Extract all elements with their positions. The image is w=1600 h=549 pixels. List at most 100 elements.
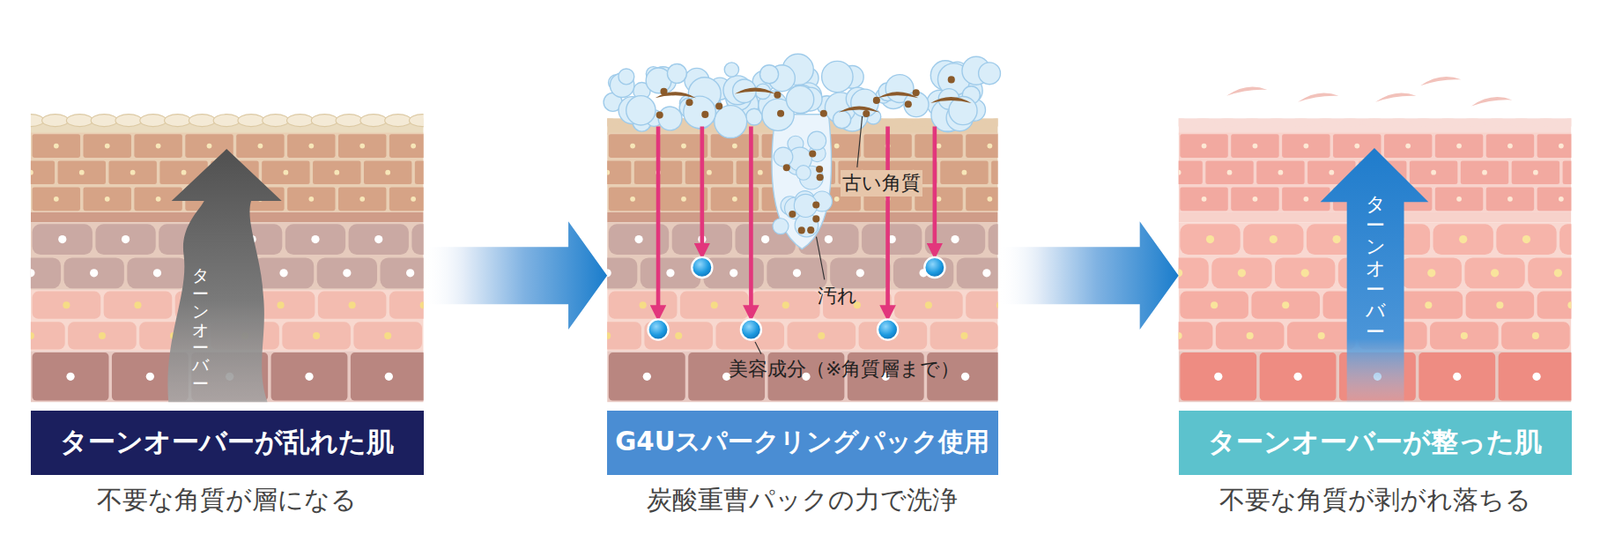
cell-nucleus xyxy=(1533,170,1539,176)
surface-bump xyxy=(1311,118,1339,126)
cell-nucleus xyxy=(856,268,865,277)
cell-nucleus xyxy=(962,170,968,176)
surface-bump xyxy=(115,114,142,127)
dirt-particle xyxy=(904,100,912,108)
cell-nucleus xyxy=(732,143,738,149)
cell-nucleus xyxy=(1214,372,1223,381)
bubble xyxy=(832,111,851,129)
skin-cell xyxy=(607,160,631,185)
cell-nucleus xyxy=(1456,143,1462,149)
cell-nucleus xyxy=(1481,170,1488,176)
cell-nucleus xyxy=(1332,235,1341,244)
skin-cell xyxy=(1281,186,1330,211)
skin-cell xyxy=(965,133,998,158)
cell-nucleus xyxy=(1303,143,1309,149)
skin-cell xyxy=(350,352,424,400)
old-keratin-flake xyxy=(734,88,776,95)
skin-cell xyxy=(1433,223,1494,255)
skin-cell xyxy=(271,352,349,400)
skin-cell xyxy=(608,352,686,400)
cell-nucleus xyxy=(607,332,611,340)
cell-nucleus xyxy=(359,196,365,202)
skin-cell xyxy=(940,160,988,185)
skin-cell xyxy=(1486,133,1534,158)
skin-cell xyxy=(287,133,335,158)
cell-nucleus xyxy=(1354,143,1360,149)
ingredient-dot xyxy=(877,318,898,340)
cell-nucleus xyxy=(634,235,643,244)
skin-cell xyxy=(1537,291,1572,319)
dirt-particle xyxy=(798,226,806,234)
skin-cell xyxy=(389,291,424,319)
cell-nucleus xyxy=(62,301,70,309)
skin-cell xyxy=(1435,186,1483,211)
skin-cell xyxy=(1429,321,1499,349)
skin-cell xyxy=(1435,133,1483,158)
peeling-flake xyxy=(1420,76,1461,86)
cell-nucleus xyxy=(1301,268,1310,277)
cell-nucleus xyxy=(30,170,34,176)
dirt-particle xyxy=(715,102,723,110)
caption-row: 不要な角質が層になる xyxy=(30,482,424,519)
bubble xyxy=(626,96,656,126)
cell-nucleus xyxy=(961,372,970,381)
skin-cell xyxy=(1230,186,1279,211)
cell-nucleus xyxy=(1246,332,1254,340)
cell-nucleus xyxy=(925,301,933,309)
cell-nucleus xyxy=(1532,332,1540,340)
cell-nucleus xyxy=(824,235,833,244)
cell-nucleus xyxy=(1201,196,1208,202)
surface-bump xyxy=(213,114,240,127)
bubble xyxy=(785,85,814,113)
cell-nucleus xyxy=(1430,170,1437,176)
cell-nucleus xyxy=(311,235,319,244)
skin-cell xyxy=(1511,160,1560,185)
panel-caption: 炭酸重曹パックの力で洗浄 xyxy=(646,482,958,519)
cell-nucleus xyxy=(258,143,264,149)
skin-cell xyxy=(253,257,314,289)
skin-cell xyxy=(1401,257,1462,289)
old-keratin-flake xyxy=(655,91,697,98)
surface-bump xyxy=(237,114,265,127)
dirt-particle xyxy=(948,75,956,83)
cell-nucleus xyxy=(681,143,687,149)
cell-nucleus xyxy=(155,196,162,202)
dirt-particle xyxy=(777,110,785,118)
surface-bump xyxy=(42,114,69,127)
cell-nucleus xyxy=(629,143,636,149)
skin-cell xyxy=(1230,133,1279,158)
skin-cell xyxy=(1384,133,1432,158)
cell-nucleus xyxy=(1424,301,1432,309)
surface-bump xyxy=(385,114,412,127)
panel-details xyxy=(167,53,1512,402)
peeling-flake xyxy=(1297,92,1339,102)
skin-panel xyxy=(1178,118,1572,402)
surface-bump xyxy=(985,118,999,126)
skin-cell xyxy=(281,321,351,349)
cell-nucleus xyxy=(706,170,712,176)
skin-cell xyxy=(379,257,423,289)
surface-bump xyxy=(66,114,93,127)
leader-line xyxy=(857,116,863,168)
skin-cell xyxy=(608,133,657,158)
dirt-particle xyxy=(862,110,870,118)
surface-bump xyxy=(1483,118,1511,126)
cell-mortar xyxy=(607,289,999,351)
surface-bump xyxy=(164,114,192,127)
skin-cell xyxy=(991,160,999,185)
skin-cell xyxy=(965,186,998,211)
dirt-particle xyxy=(808,149,816,157)
cell-nucleus xyxy=(420,301,424,309)
cell-nucleus xyxy=(782,301,790,309)
skin-cell xyxy=(389,186,424,211)
skin-cell xyxy=(32,291,102,319)
label-band: G4Uスパークリングパック使用 xyxy=(607,410,999,475)
cell-nucleus xyxy=(308,143,314,149)
skin-cell xyxy=(95,223,156,255)
cell-nucleus xyxy=(1178,332,1183,340)
cell-nucleus xyxy=(359,143,365,149)
cell-nucleus xyxy=(607,268,612,277)
surface-bump xyxy=(1189,118,1216,126)
cell-nucleus xyxy=(674,332,682,340)
cell-nucleus xyxy=(374,235,383,244)
